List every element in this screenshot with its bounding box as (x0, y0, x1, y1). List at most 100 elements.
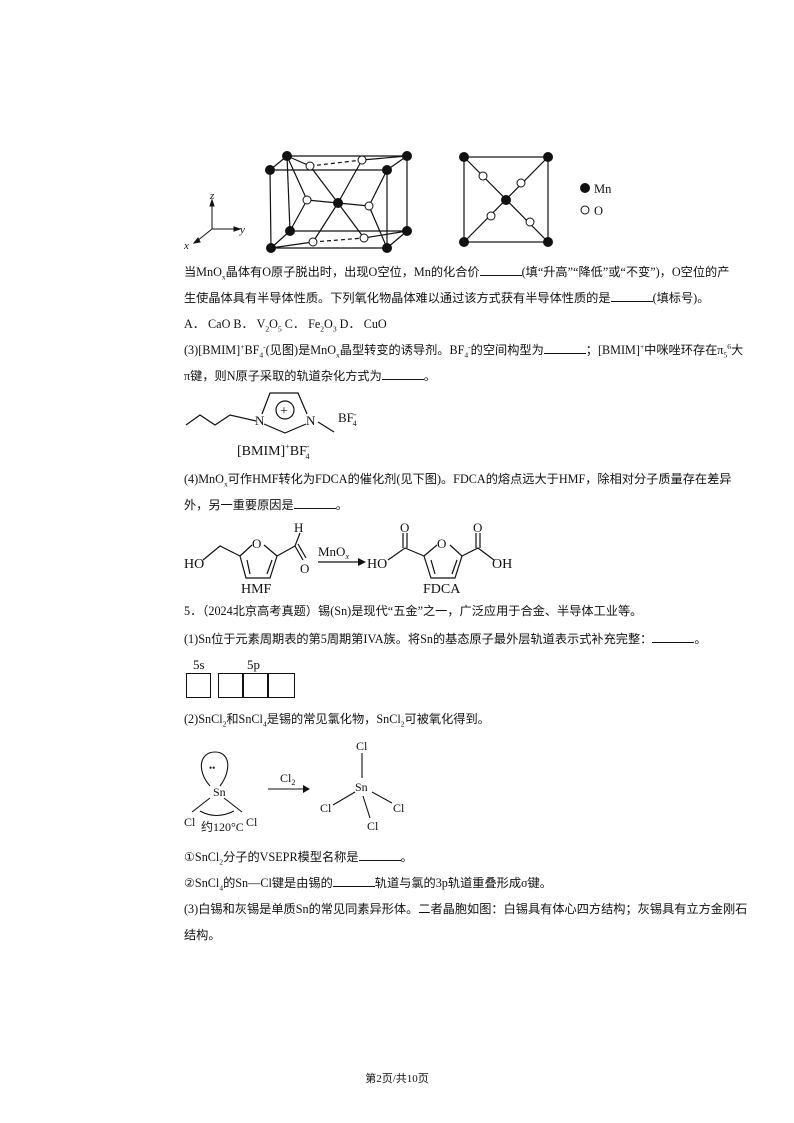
text-line: (3)白锡和灰锡是单质Sn的常见同素异形体。二者晶胞如图：白锡具有体心四方结构；… (184, 901, 747, 917)
sncl2-structure (191, 751, 393, 819)
answer-blank (381, 368, 424, 380)
text-run: 。 (400, 850, 413, 864)
sncl4-sn: Sn (355, 780, 368, 794)
fdca-o2: O (473, 520, 482, 535)
text-line: A． CaO B． V2O5 C． Fe2O3 D． CuO (184, 316, 387, 334)
sncl2-sn: Sn (213, 785, 226, 799)
axis-y-label: y (239, 224, 245, 236)
text-run: 。 (423, 369, 436, 383)
fdca-ring-o: O (437, 536, 446, 551)
answer-blank (293, 497, 336, 509)
text-run: 可作HMF转化为FDCA的催化剂(见下图)。FDCA的熔点远大于HMF，除相对分… (227, 472, 732, 486)
text-run: 外，另一重要原因是 (184, 498, 294, 512)
bmim-caption: [BMIM]+BF-4 (237, 442, 310, 461)
text-run: (3)[BMIM] (184, 343, 241, 357)
answer-blank (358, 849, 401, 861)
sncl2-cl-right: Cl (246, 815, 258, 829)
bmim-n-left: N (255, 413, 265, 428)
text-run: 轨道与氯的3p轨道重叠形成σ键。 (374, 876, 552, 890)
text-run: (2)SnCl (184, 712, 223, 726)
text-line: 生使晶体具有半导体性质。下列氧化物晶体难以通过该方式获有半导体性质的是(填标号)… (184, 290, 709, 306)
hmf-structure (202, 532, 360, 579)
text-run: O (269, 317, 278, 331)
catalyst-label: MnOx (318, 544, 349, 561)
text-run: 中咪唑环存在π (644, 343, 724, 357)
text-run: 分子的VSEPR模型名称是 (223, 850, 359, 864)
subscript: 2 (320, 324, 325, 334)
answer-blank (610, 290, 653, 302)
text-run: ；[BMIM] (585, 343, 640, 357)
o-atoms (302, 155, 374, 247)
sncl4-cl-top: Cl (356, 739, 368, 753)
text-run: 的空间构型为 (470, 343, 544, 357)
legend-mn-marker (580, 183, 590, 193)
fdca-structure (387, 533, 495, 579)
subscript: 2 (222, 719, 227, 729)
legend-mn-label: Mn (594, 182, 612, 196)
superscript: + (240, 341, 245, 351)
text-run: ①SnCl (184, 850, 220, 864)
orbital-box-5s (186, 673, 211, 698)
orbital-5p-label: 5p (247, 657, 260, 672)
text-run: 是锡的常见氯化物，SnCl (266, 712, 401, 726)
fdca-oh: OH (492, 557, 512, 572)
text-line: (1)Sn位于元素周期表的第5周期第IVA族。将Sn的基态原子最外层轨道表示式补… (184, 631, 707, 647)
subscript: x (336, 350, 340, 360)
bond-angle-label: 约120°C (201, 819, 244, 834)
text-run: (3)白锡和灰锡是单质Sn的常见同素异形体。二者晶胞如图：白锡具有体心四方结构；… (184, 902, 748, 916)
subscript: 3 (332, 324, 337, 334)
text-run: BF (244, 343, 260, 357)
bmim-n-right: N (306, 413, 316, 428)
answer-blank (332, 875, 375, 887)
orbital-5s-label: 5s (193, 657, 205, 672)
superscript: + (639, 341, 645, 351)
text-run: (填“升高”“降低”或“不变”)，O空位的产 (521, 265, 730, 279)
text-run: π键，则N原子采取的轨道杂化方式为 (184, 369, 382, 383)
subscript: 4 (219, 883, 224, 893)
orbital-box-5p-1 (218, 673, 243, 698)
hmf-o-aldehyde: O (300, 561, 309, 576)
superscript: - (468, 341, 471, 351)
superscript: - (263, 341, 266, 351)
text-run: A． CaO B． V (184, 317, 266, 331)
lone-pair: •• (209, 763, 215, 773)
text-run: D． CuO (336, 317, 387, 331)
answer-blank (543, 342, 586, 354)
legend-o-label: O (594, 204, 603, 218)
text-run: (见图)是MnO (265, 343, 337, 357)
axis-x-label: x (183, 240, 189, 252)
text-run: ②SnCl (184, 876, 220, 890)
hmf-ring-o: O (252, 536, 261, 551)
bmim-charge: + (280, 404, 288, 419)
page-footer: 第2页/共10页 (365, 1073, 429, 1085)
sncl4-cl-right: Cl (393, 801, 405, 815)
text-run: 大 (730, 343, 744, 357)
text-run: 当MnO (184, 265, 222, 279)
fdca-ho: HO (367, 557, 387, 572)
text-run: 晶型转变的诱导剂。BF (339, 343, 465, 357)
text-line: (3)[BMIM]+BF4-(见图)是MnOx晶型转变的诱导剂。BF4-的空间构… (184, 341, 744, 360)
axes (192, 198, 242, 244)
sncl4-cl-bottom: Cl (367, 819, 379, 833)
text-line: ①SnCl2分子的VSEPR模型名称是。 (184, 849, 413, 866)
fdca-label: FDCA (423, 582, 461, 597)
subscript: 2 (265, 324, 270, 334)
reagent-cl2: Cl2 (280, 771, 295, 787)
text-line: 5．（2024北京高考真题）锡(Sn)是现代“五金”之一，广泛应用于合金、半导体… (184, 603, 642, 619)
text-run: 晶体有O原子脱出时，出现O空位，Mn的化合价 (225, 265, 480, 279)
text-run: (4)MnO (184, 472, 224, 486)
sncl4-cl-left: Cl (320, 801, 332, 815)
subscript: 2 (400, 719, 405, 729)
subscript: x (223, 479, 228, 489)
fdca-o1: O (400, 520, 409, 535)
superscript: 6 (727, 341, 731, 351)
mn-atoms (265, 151, 412, 253)
text-line: π键，则N原子采取的轨道杂化方式为 。 (184, 368, 436, 384)
sncl2-cl-left: Cl (184, 815, 196, 829)
text-run: 5．（2024北京高考真题）锡(Sn)是现代“五金”之一，广泛应用于合金、半导体… (184, 604, 643, 618)
text-run: (填标号)。 (652, 291, 710, 305)
sncl2-arrowhead (303, 785, 310, 793)
subscript: 5 (723, 350, 728, 360)
answer-blank (652, 631, 695, 643)
